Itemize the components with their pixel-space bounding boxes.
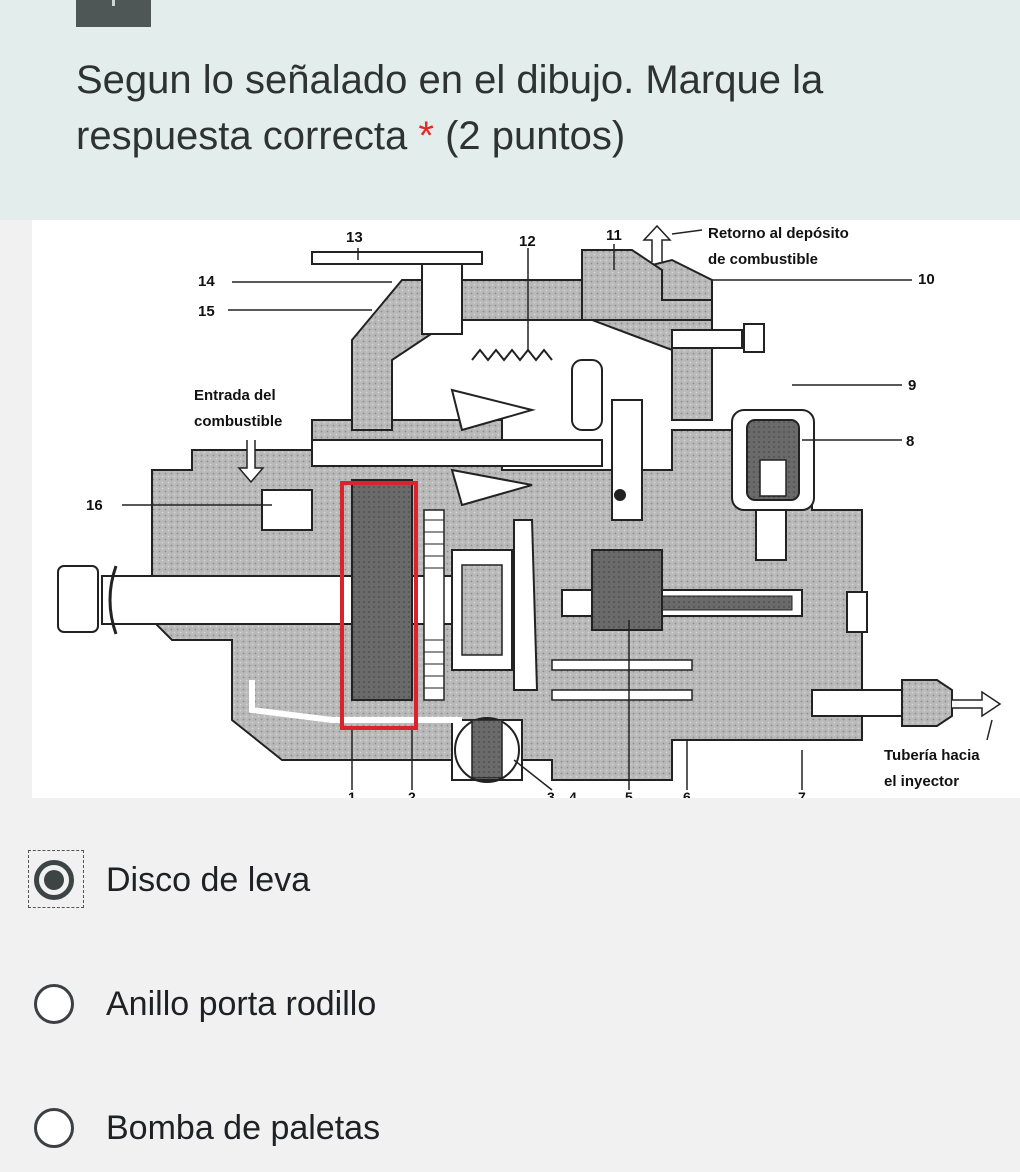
question-tab	[76, 0, 151, 27]
label-inlet-2: combustible	[194, 413, 282, 430]
required-asterisk: *	[418, 114, 434, 158]
pump-diagram: 13 12 11 Retorno al depósito de combusti…	[32, 220, 1020, 798]
label-12: 12	[519, 233, 536, 250]
radio-button[interactable]	[34, 1108, 74, 1148]
label-13: 13	[346, 229, 363, 246]
outlet-arrow	[952, 690, 1002, 718]
label-9: 9	[908, 377, 916, 394]
label-10: 10	[918, 271, 935, 288]
radio-button-selected[interactable]	[34, 860, 74, 900]
question-points: (2 puntos)	[445, 114, 626, 158]
label-outlet-1: Tubería hacia	[884, 747, 980, 764]
cam-disc	[513, 519, 539, 691]
question-text: Segun lo señalado en el dibujo. Marque l…	[76, 58, 824, 158]
label-11: 11	[606, 227, 622, 244]
option-label[interactable]: Anillo porta rodillo	[106, 984, 377, 1023]
control-lever	[311, 251, 483, 265]
question-header: Segun lo señalado en el dibujo. Marque l…	[0, 0, 1020, 220]
question-title: Segun lo señalado en el dibujo. Marque l…	[76, 52, 976, 164]
label-3: 3	[547, 789, 555, 798]
option-2-radio-wrap[interactable]	[28, 974, 86, 1034]
option-label[interactable]: Disco de leva	[106, 860, 311, 899]
option-1-radio-wrap[interactable]	[28, 850, 86, 910]
label-return-1: Retorno al depósito	[708, 225, 849, 242]
option-label[interactable]: Bomba de paletas	[106, 1108, 381, 1147]
label-outlet-2: el inyector	[884, 773, 959, 790]
label-7: 7	[798, 789, 806, 798]
option-bomba-de-paletas[interactable]: Bomba de paletas	[28, 1098, 628, 1158]
label-15: 15	[198, 303, 215, 320]
pump-diagram-svg: 13 12 11 Retorno al depósito de combusti…	[57, 224, 1002, 798]
label-inlet-1: Entrada del	[194, 387, 276, 404]
governor-spring	[471, 348, 553, 362]
label-return-2: de combustible	[708, 251, 818, 268]
highlight-box	[340, 481, 418, 730]
label-16: 16	[86, 497, 103, 514]
shaft-nut	[57, 565, 99, 633]
label-8: 8	[906, 433, 914, 450]
option-disco-de-leva[interactable]: Disco de leva	[28, 850, 628, 910]
label-1: 1	[348, 789, 356, 798]
focus-ring	[28, 850, 84, 908]
radio-button[interactable]	[34, 984, 74, 1024]
label-6: 6	[683, 789, 691, 798]
label-14: 14	[198, 273, 215, 290]
label-5: 5	[625, 789, 633, 798]
inlet-arrow	[237, 440, 265, 484]
return-arrow	[642, 224, 672, 262]
label-4: 4	[569, 789, 577, 798]
option-anillo-porta-rodillo[interactable]: Anillo porta rodillo	[28, 974, 628, 1034]
label-2: 2	[408, 789, 416, 798]
option-3-radio-wrap[interactable]	[28, 1098, 86, 1158]
